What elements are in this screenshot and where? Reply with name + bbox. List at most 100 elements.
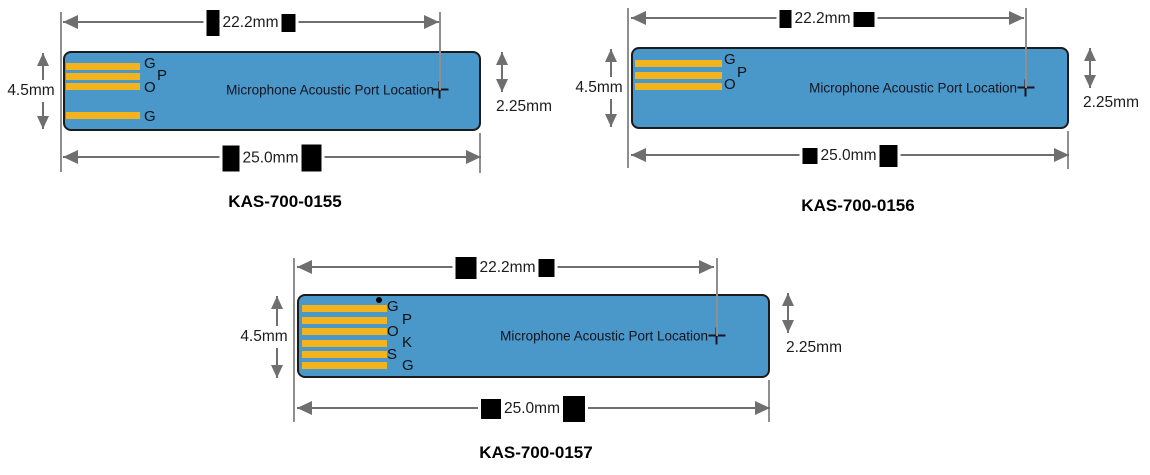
dim-label-board-width: 25.0mm (478, 395, 588, 423)
dim-label-port-width: 22.2mm (452, 256, 558, 280)
dim-value: 22.2mm (479, 259, 536, 276)
dim-label-board-width: 25.0mm (219, 143, 325, 173)
dim-value: 22.2mm (794, 10, 851, 27)
port-location-label: Microphone Acoustic Port Location (809, 80, 1017, 96)
arrowhead-down-icon (37, 116, 49, 129)
arrowhead-left-icon (63, 150, 78, 164)
pin-label: P (737, 64, 748, 81)
pin-label: S (387, 346, 398, 363)
arrowhead-left-icon (631, 11, 646, 25)
arrowhead-right-icon (1009, 11, 1024, 25)
redaction-box (455, 257, 477, 279)
contact-stripe (302, 351, 387, 358)
redaction-box (481, 399, 501, 419)
dim-label-height: 4.5mm (236, 326, 292, 348)
arrowhead-left-icon (297, 260, 312, 274)
arrowhead-down-icon (605, 114, 617, 127)
dim-value: 25.0mm (242, 149, 299, 166)
arrowhead-right-icon (755, 401, 770, 415)
dim-label-port-width: 22.2mm (203, 9, 299, 37)
arrowhead-down-icon (271, 365, 283, 378)
extension-line-left (293, 258, 295, 422)
dim-label-port-offset: 2.25mm (786, 339, 842, 356)
arrowhead-right-icon (1054, 148, 1069, 162)
arrowhead-up-icon (496, 52, 508, 65)
redaction-box (206, 10, 220, 36)
dim-label-height: 4.5mm (3, 80, 59, 102)
arrowhead-left-icon (297, 401, 312, 415)
pin-label: G (724, 51, 736, 68)
arrowhead-right-icon (466, 150, 481, 164)
port-location-label: Microphone Acoustic Port Location (500, 328, 708, 344)
pcb-board: G P O K S G Microphone Acoustic Port Loc… (297, 294, 770, 378)
extension-line-port (439, 12, 441, 90)
dim-label-port-width: 22.2mm (776, 9, 878, 29)
contact-stripe (635, 72, 722, 79)
dim-label-port-offset: 2.25mm (496, 98, 552, 115)
dim-value: 22.2mm (222, 14, 279, 31)
extension-line-port (716, 258, 718, 336)
contact-stripe (66, 73, 140, 80)
pin-label: G (144, 108, 156, 125)
arrowhead-up-icon (782, 293, 794, 306)
contact-stripe (635, 60, 722, 67)
pin-label: G (387, 298, 399, 315)
dim-line-port-offset (787, 293, 789, 333)
pin-label: O (144, 79, 156, 96)
pcb-board: G P O Microphone Acoustic Port Location (631, 47, 1069, 129)
arrowhead-left-icon (63, 15, 78, 29)
pin-label: O (724, 76, 736, 93)
port-location-label: Microphone Acoustic Port Location (226, 82, 434, 98)
arrowhead-right-icon (699, 260, 714, 274)
dim-label-height: 4.5mm (571, 77, 627, 99)
extension-line-left (60, 12, 62, 172)
contact-stripe (302, 340, 387, 347)
arrowhead-up-icon (271, 296, 283, 309)
contact-stripe (302, 362, 387, 369)
dim-label-board-width: 25.0mm (799, 144, 901, 168)
diagram-title: KAS-700-0156 (801, 196, 915, 215)
contact-stripe (66, 83, 140, 90)
dim-value: 25.0mm (504, 400, 560, 417)
pcb-board: G P O G Microphone Acoustic Port Locatio… (63, 51, 481, 131)
dim-line-port-offset (501, 52, 503, 92)
pin-one-indicator-dot (376, 297, 382, 303)
redaction-box (779, 10, 792, 28)
redaction-box (879, 145, 898, 167)
contact-stripe (302, 305, 387, 312)
redaction-box (563, 396, 585, 422)
dim-label-port-offset: 2.25mm (1083, 94, 1139, 111)
pin-label: G (402, 357, 414, 374)
redaction-box (281, 14, 296, 32)
redaction-box (301, 144, 322, 172)
extension-line-port (1025, 8, 1027, 88)
contact-stripe (66, 112, 140, 119)
arrowhead-up-icon (1084, 48, 1096, 61)
arrowhead-down-icon (782, 320, 794, 333)
contact-stripe (66, 63, 140, 70)
pin-label: P (157, 67, 168, 84)
arrowhead-up-icon (605, 49, 617, 62)
arrowhead-left-icon (631, 148, 646, 162)
arrowhead-down-icon (496, 79, 508, 92)
contact-stripe (635, 83, 722, 90)
pin-label: G (144, 55, 156, 72)
pin-label: P (402, 311, 413, 328)
redaction-box (853, 11, 875, 27)
contact-stripe (302, 328, 387, 335)
contact-stripe (302, 317, 387, 324)
redaction-box (538, 259, 555, 277)
diagram-title: KAS-700-0155 (228, 192, 342, 211)
dim-line-port-offset (1089, 48, 1091, 88)
diagram-title: KAS-700-0157 (479, 443, 593, 462)
extension-line-left (627, 8, 629, 168)
dim-value: 25.0mm (820, 147, 877, 164)
redaction-box (222, 145, 240, 171)
pin-label: O (387, 323, 399, 340)
redaction-box (802, 148, 818, 164)
arrowhead-right-icon (424, 15, 439, 29)
